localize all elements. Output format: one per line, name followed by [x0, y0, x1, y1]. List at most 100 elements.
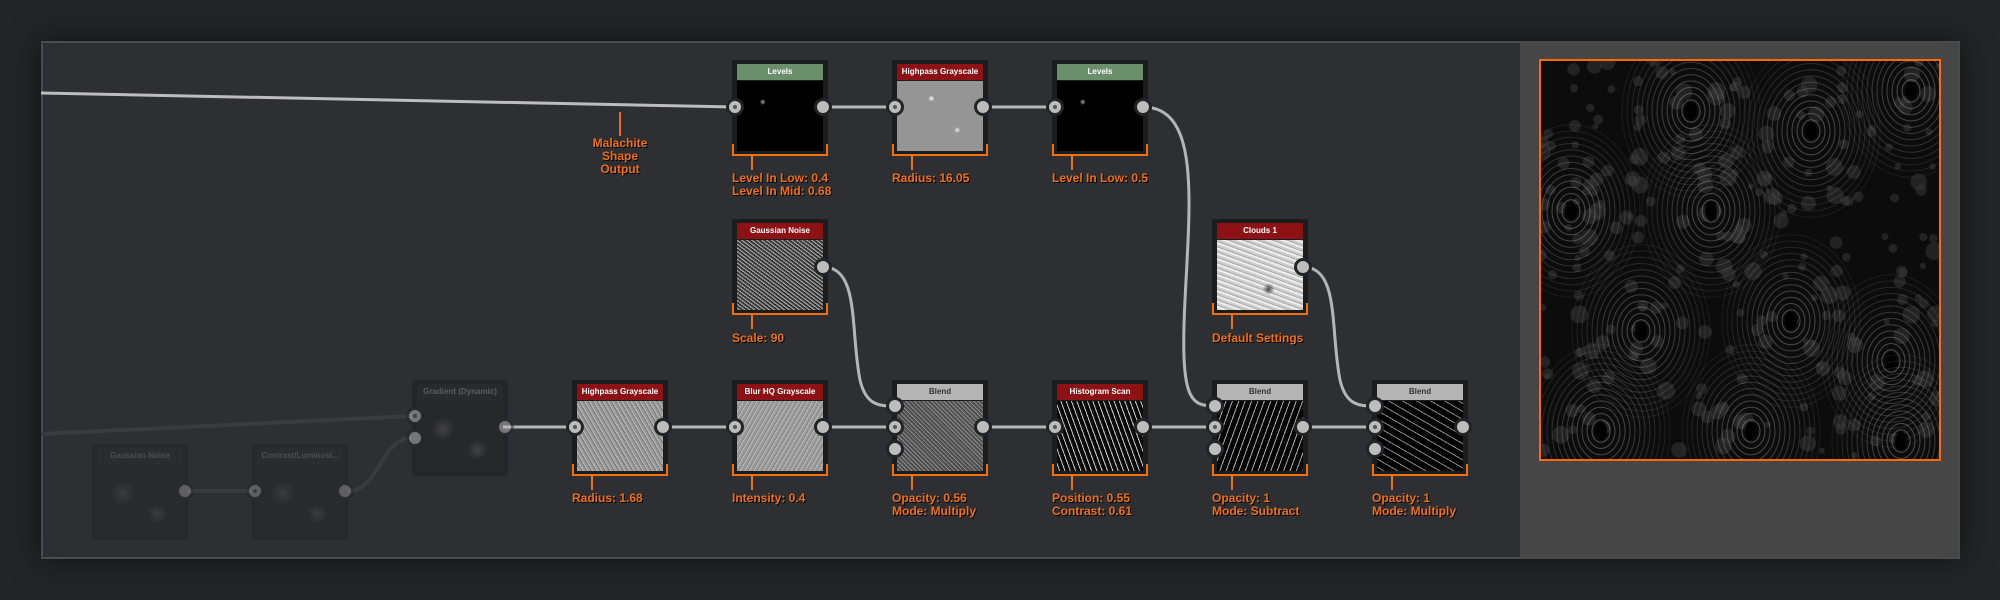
texture-swirl-ring [1891, 429, 1911, 453]
node-highpass-grayscale-2[interactable]: Highpass Grayscale [566, 380, 672, 476]
texture-swirl-ring [1766, 290, 1816, 352]
texture-speck [1898, 100, 1913, 115]
texture-speck [1541, 249, 1547, 261]
param-line: Opacity: 1 [1212, 491, 1271, 505]
node-params: Default Settings [1212, 332, 1303, 345]
input-port-background[interactable] [886, 418, 904, 436]
texture-speck [1800, 252, 1808, 261]
node-histogram-scan[interactable]: Histogram Scan [1046, 380, 1152, 476]
texture-speck [1780, 210, 1788, 218]
texture-swirl-ring [1586, 413, 1616, 449]
texture-speck [1568, 120, 1581, 132]
input-port-mask[interactable] [1206, 440, 1224, 458]
output-port[interactable] [654, 418, 672, 436]
output-port[interactable] [814, 418, 832, 436]
param-bracket [1212, 464, 1308, 476]
texture-swirl-ring [1856, 61, 1939, 159]
texture-speck [1543, 372, 1551, 380]
texture-speck [1721, 267, 1736, 282]
texture-speck [1815, 360, 1831, 376]
output-port[interactable] [1294, 418, 1312, 436]
input-port[interactable] [566, 418, 584, 436]
node-levels-1[interactable]: Levels [726, 60, 832, 156]
input-port[interactable] [1046, 418, 1064, 436]
node-gaussian-noise[interactable]: Gaussian Noise [732, 219, 832, 315]
param-bracket [732, 144, 828, 156]
input-port[interactable] [726, 98, 744, 116]
texture-swirl-ring [1681, 344, 1821, 459]
texture-swirl-ring [1586, 263, 1696, 399]
texture-speck [1639, 303, 1648, 312]
frame-label-stem [619, 112, 621, 136]
input-port[interactable] [406, 429, 424, 447]
texture-speck [1758, 334, 1773, 350]
input-port-mask[interactable] [1366, 440, 1384, 458]
output-port[interactable] [814, 98, 832, 116]
output-port[interactable] [1134, 418, 1152, 436]
texture-swirl-ring [1606, 288, 1676, 374]
input-port[interactable] [886, 98, 904, 116]
node-blend-3[interactable]: Blend [1366, 380, 1472, 476]
output-port[interactable] [1294, 258, 1312, 276]
texture-speck [1867, 392, 1876, 401]
node-gradient-dynamic[interactable]: Gradient (Dynamic) [406, 380, 514, 476]
texture-swirl-ring [1631, 61, 1751, 186]
param-stem [591, 475, 593, 490]
input-port-foreground[interactable] [886, 397, 904, 415]
texture-swirl-ring [1741, 259, 1841, 383]
texture-swirl-ring [1541, 143, 1626, 279]
node-blend-1[interactable]: Blend [886, 380, 992, 476]
input-port[interactable] [406, 407, 424, 425]
texture-swirl-core [1595, 422, 1607, 440]
input-port-foreground[interactable] [1366, 397, 1384, 415]
node-gaussian-noise-faded[interactable]: Gaussian Noise [92, 444, 194, 540]
texture-swirl-ring [1796, 113, 1826, 149]
texture-swirl-ring [1601, 281, 1681, 381]
texture-speck [1837, 370, 1852, 385]
texture-swirl-ring [1846, 305, 1936, 417]
input-port[interactable] [246, 482, 264, 500]
node-blur-hq-grayscale[interactable]: Blur HQ Grayscale [726, 380, 832, 476]
texture-swirl-ring [1746, 61, 1876, 212]
input-port[interactable] [726, 418, 744, 436]
input-port-background[interactable] [1366, 418, 1384, 436]
node-contrast-luminosity-faded[interactable]: Contrast/Luminosi... [246, 444, 354, 540]
output-port[interactable] [814, 258, 832, 276]
output-port[interactable] [176, 482, 194, 500]
texture-speck [1837, 94, 1847, 105]
texture-speck [1592, 123, 1599, 130]
output-port[interactable] [974, 418, 992, 436]
param-line: Radius: 1.68 [572, 491, 643, 505]
node-blend-2[interactable]: Blend [1206, 380, 1312, 476]
output-port[interactable] [974, 98, 992, 116]
texture-speck [1587, 379, 1602, 394]
input-port-background[interactable] [1206, 418, 1224, 436]
node-levels-2[interactable]: Levels [1046, 60, 1152, 156]
texture-speck [1916, 370, 1935, 388]
texture-speck [1675, 83, 1693, 100]
texture-swirl-ring [1691, 186, 1731, 236]
texture-swirl-ring [1541, 174, 1601, 248]
input-port-mask[interactable] [886, 440, 904, 458]
output-port[interactable] [336, 482, 354, 500]
texture-swirl-ring [1571, 244, 1711, 418]
input-port-foreground[interactable] [1206, 397, 1224, 415]
texture-speck [1732, 280, 1740, 288]
output-preview-image[interactable] [1539, 59, 1941, 461]
texture-swirl-ring [1716, 388, 1786, 459]
texture-speck [1894, 163, 1901, 170]
texture-swirl-ring [1801, 119, 1821, 143]
texture-speck [1586, 103, 1595, 112]
texture-swirl-core [1805, 122, 1817, 140]
output-port[interactable] [1134, 98, 1152, 116]
output-port[interactable] [1454, 418, 1472, 436]
node-highpass-grayscale-1[interactable]: Highpass Grayscale [886, 60, 992, 156]
output-port[interactable] [496, 418, 514, 436]
texture-speck [1707, 82, 1726, 100]
texture-speck [1729, 83, 1737, 92]
input-port[interactable] [1046, 98, 1064, 116]
texture-speck [1783, 156, 1795, 168]
node-clouds-1[interactable]: Clouds 1 [1212, 219, 1312, 315]
texture-swirl-ring [1766, 75, 1856, 187]
texture-speck [1799, 435, 1817, 452]
